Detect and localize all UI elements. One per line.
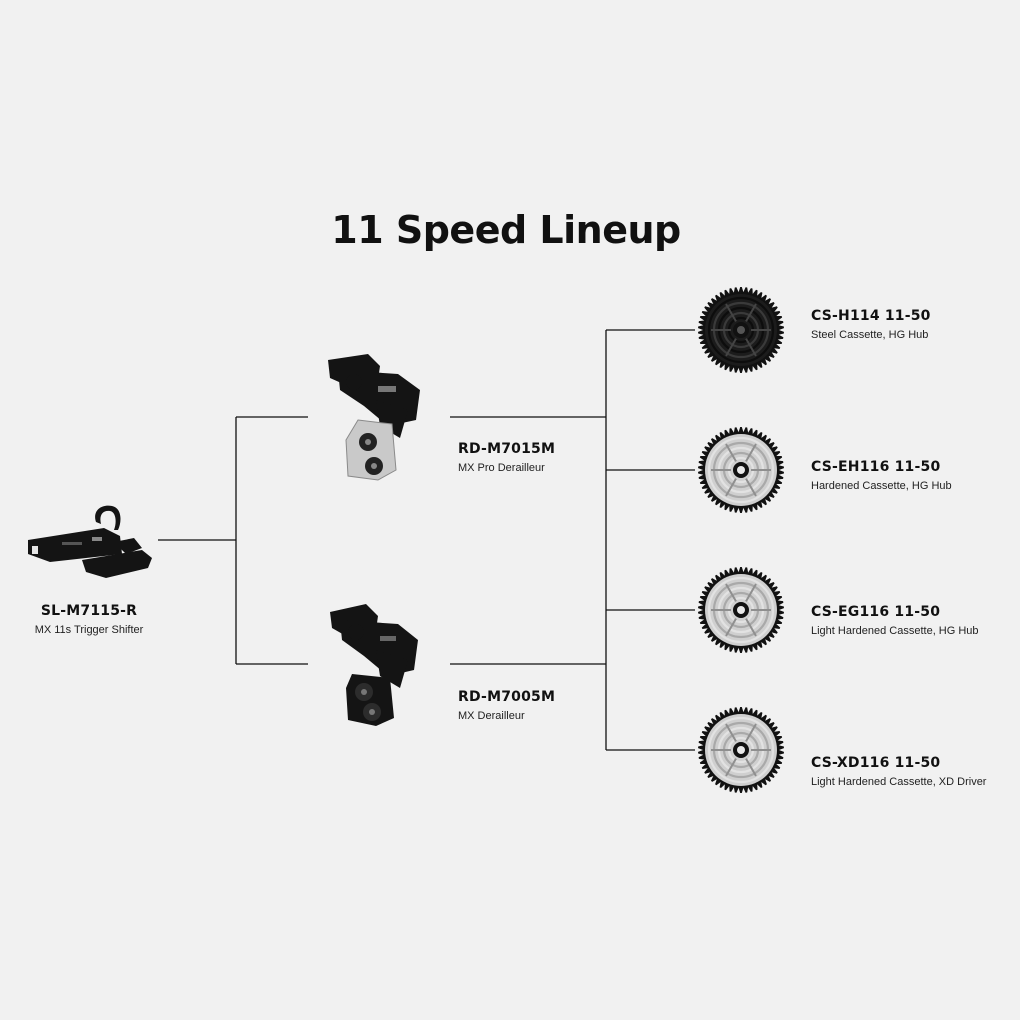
sprocket-spoke <box>745 723 757 742</box>
derailleur-rd-m7015m-image[interactable] <box>318 350 438 490</box>
sprocket-spoke <box>725 583 737 602</box>
cassette-cs-h114-image[interactable] <box>697 286 785 374</box>
cassette-cs-eh116-image[interactable] <box>697 426 785 514</box>
cassette-cs-xd116-label: CS-XD116 11-50 Light Hardened Cassette, … <box>811 754 1001 789</box>
cassette-cs-xd116-desc: Light Hardened Cassette, XD Driver <box>811 776 987 789</box>
sprocket-spoke <box>745 478 757 497</box>
cassette-cs-eg116-desc: Light Hardened Cassette, HG Hub <box>811 625 979 638</box>
hub-bore <box>737 326 745 334</box>
cassette-cs-eh116-label: CS-EH116 11-50 Hardened Cassette, HG Hub <box>811 458 952 493</box>
cassette-cs-eg116-code: CS-EG116 11-50 <box>811 604 941 620</box>
derailleur-rd-m7005m-image[interactable] <box>318 598 438 728</box>
sprocket-spoke <box>745 443 757 462</box>
derailleur-rd-m7015m-label: RD-M7015M MX Pro Derailleur <box>458 440 555 475</box>
cassette-cs-xd116-image[interactable] <box>697 706 785 794</box>
cassette-cs-eg116-image[interactable] <box>697 566 785 654</box>
derailleur-rd-m7005m-label: RD-M7005M MX Derailleur <box>458 688 555 723</box>
sprocket-spoke <box>725 478 737 497</box>
sprocket-ring <box>707 436 775 504</box>
cassette-cs-h114-label: CS-H114 11-50 Steel Cassette, HG Hub <box>811 307 931 342</box>
sprocket-spoke <box>745 583 757 602</box>
derailleur-rd-m7005m-desc: MX Derailleur <box>458 710 525 723</box>
sprocket-spoke <box>725 443 737 462</box>
hub-bore <box>737 466 745 474</box>
sprocket-ring <box>707 296 775 364</box>
page-title: 11 Speed Lineup <box>331 208 681 252</box>
cassette-cs-eg116-label: CS-EG116 11-50 Light Hardened Cassette, … <box>811 603 979 638</box>
sprocket-spoke <box>725 618 737 637</box>
sprocket-spoke <box>725 338 737 357</box>
derailleur-rd-m7015m-code: RD-M7015M <box>458 441 556 457</box>
sprocket-spoke <box>745 758 757 777</box>
derailleur-rd-m7005m-code: RD-M7005M <box>458 689 556 705</box>
sprocket-ring <box>707 576 775 644</box>
cassette-cs-xd116-code: CS-XD116 11-50 <box>811 755 941 771</box>
shifter-label: SL-M7115-R MX 11s Trigger Shifter <box>24 602 154 637</box>
sprocket-spoke <box>725 758 737 777</box>
cassette-cs-eh116-desc: Hardened Cassette, HG Hub <box>811 480 952 493</box>
sprocket-spoke <box>725 303 737 322</box>
shifter-desc: MX 11s Trigger Shifter <box>34 624 144 637</box>
sprocket-spoke <box>745 303 757 322</box>
cassette-cs-eh116-code: CS-EH116 11-50 <box>811 459 941 475</box>
sprocket-spoke <box>745 618 757 637</box>
cassette-cs-h114-code: CS-H114 11-50 <box>811 308 931 324</box>
hub-bore <box>737 606 745 614</box>
cassette-cs-h114-desc: Steel Cassette, HG Hub <box>811 329 929 342</box>
sprocket-spoke <box>725 723 737 742</box>
derailleur-rd-m7015m-desc: MX Pro Derailleur <box>458 462 545 475</box>
shifter-code: SL-M7115-R <box>40 603 138 619</box>
sprocket-ring <box>707 716 775 784</box>
hub-bore <box>737 746 745 754</box>
shifter-image[interactable] <box>22 502 157 590</box>
sprocket-spoke <box>745 338 757 357</box>
